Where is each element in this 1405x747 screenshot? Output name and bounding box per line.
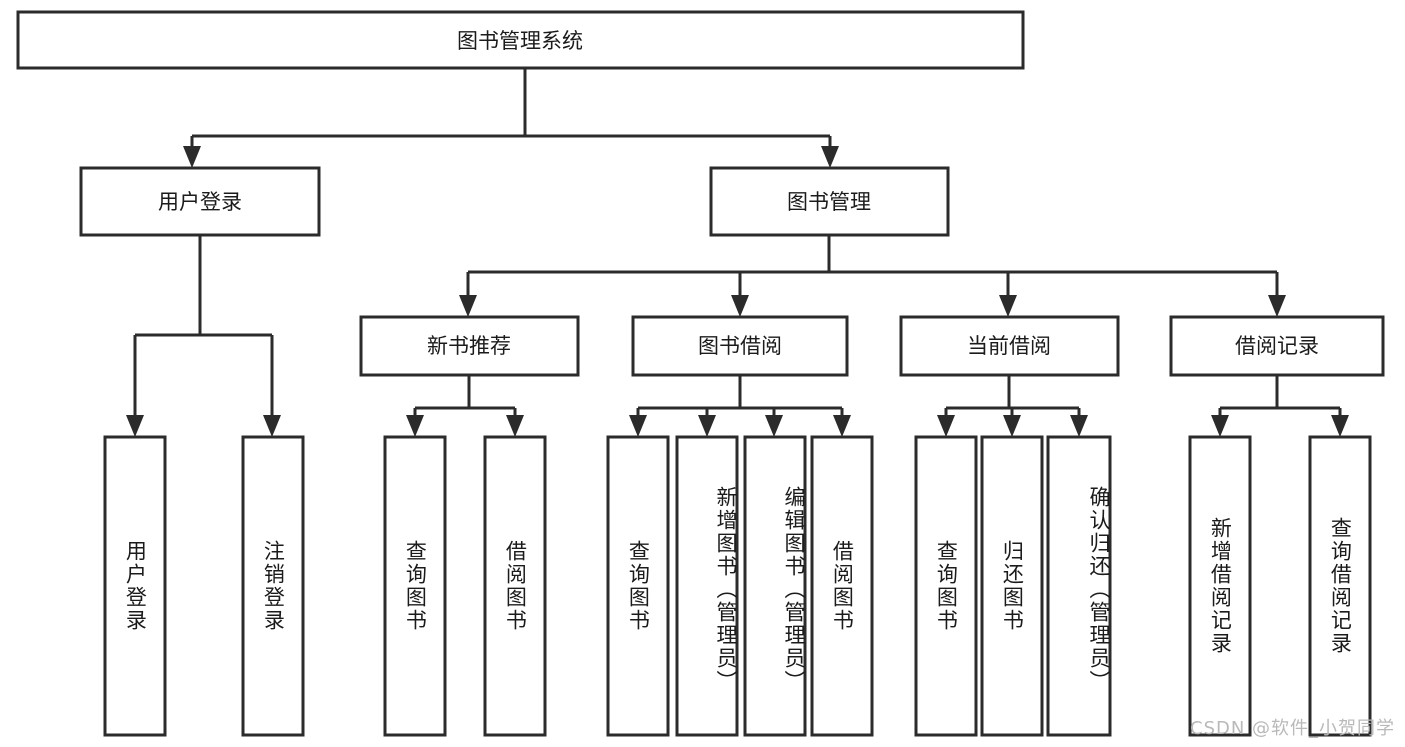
arrow-head-leaf-query-book-3 xyxy=(937,415,955,437)
node-book-manage[interactable] xyxy=(709,166,950,237)
node-leaf-query-book-1[interactable] xyxy=(383,435,447,737)
watermark: CSDN @软件_小贺同学 xyxy=(1190,718,1396,739)
arrow-head-book-borrow xyxy=(731,295,749,317)
node-user-login[interactable] xyxy=(79,166,321,237)
arrow-head-leaf-borrow-book-1 xyxy=(506,415,524,437)
arrow-head-leaf-query-book-2 xyxy=(629,415,647,437)
arrow-head-leaf-query-record xyxy=(1331,415,1349,437)
node-leaf-return-book[interactable] xyxy=(980,435,1044,737)
node-leaf-borrow-book-1[interactable] xyxy=(483,435,547,737)
node-leaf-query-record[interactable] xyxy=(1308,435,1372,737)
node-leaf-confirm-return[interactable] xyxy=(1046,435,1112,737)
arrow-head-new-book-recommend xyxy=(459,295,477,317)
node-current-borrow-label: 当前借阅 xyxy=(967,334,1051,358)
arrow-head-current-borrow xyxy=(999,295,1017,317)
node-leaf-borrow-book-2[interactable] xyxy=(810,435,874,737)
arrow-head-book-manage xyxy=(821,146,839,168)
arrow-head-leaf-query-book-1 xyxy=(406,415,424,437)
node-book-borrow-label: 图书借阅 xyxy=(698,334,782,358)
arrow-head-leaf-return-book xyxy=(1003,415,1021,437)
connector-layer xyxy=(126,68,1349,437)
arrow-head-leaf-borrow-book-2 xyxy=(833,415,851,437)
node-user-login-label: 用户登录 xyxy=(158,190,242,214)
node-leaf-user-logout[interactable] xyxy=(241,435,305,737)
node-root[interactable] xyxy=(16,10,1025,70)
node-leaf-add-record[interactable] xyxy=(1188,435,1252,737)
node-borrow-record[interactable] xyxy=(1169,315,1385,377)
node-new-book-recommend-label: 新书推荐 xyxy=(427,334,511,358)
node-leaf-query-book-3[interactable] xyxy=(914,435,978,737)
node-book-borrow[interactable] xyxy=(631,315,849,377)
node-current-borrow[interactable] xyxy=(899,315,1120,377)
node-book-manage-label: 图书管理 xyxy=(787,190,871,214)
arrow-head-leaf-add-record xyxy=(1211,415,1229,437)
node-leaf-edit-book[interactable] xyxy=(743,435,807,737)
node-new-book-recommend[interactable] xyxy=(359,315,580,377)
arrow-head-user-login xyxy=(183,146,201,168)
node-leaf-add-book[interactable] xyxy=(675,435,739,737)
node-root-label: 图书管理系统 xyxy=(457,29,583,53)
arrow-head-leaf-user-login xyxy=(126,415,144,437)
arrow-head-leaf-user-logout xyxy=(263,415,281,437)
node-leaf-user-login[interactable] xyxy=(103,435,167,737)
node-borrow-record-label: 借阅记录 xyxy=(1235,334,1319,358)
arrow-head-leaf-confirm-return xyxy=(1070,415,1088,437)
arrow-head-leaf-add-book xyxy=(698,415,716,437)
arrow-head-borrow-record xyxy=(1268,295,1286,317)
node-leaf-query-book-2[interactable] xyxy=(606,435,670,737)
node-layer: 图书管理系统 用户登录 图书管理 新书推荐 图书借阅 当前借阅 借阅记录 xyxy=(16,10,1385,737)
arrow-head-leaf-edit-book xyxy=(765,415,783,437)
